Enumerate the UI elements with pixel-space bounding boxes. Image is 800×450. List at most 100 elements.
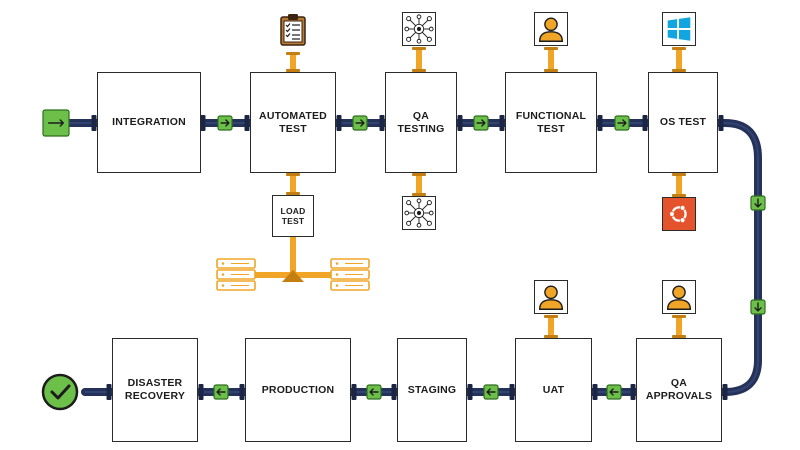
pipe-flange	[351, 384, 357, 400]
stage-integration: INTEGRATION	[97, 72, 201, 173]
pipe-flange	[718, 115, 724, 131]
connector-cap	[412, 47, 426, 50]
connector-cap	[672, 47, 686, 50]
main-pipe-highlight	[58, 122, 759, 393]
stage-load-test: LOAD TEST	[272, 195, 314, 237]
connector-cap	[544, 47, 558, 50]
stage-label-production: PRODUCTION	[261, 383, 335, 396]
stage-automated-test: AUTOMATED TEST	[250, 72, 336, 173]
connector-cap	[286, 192, 300, 195]
stage-label-functional-test: FUNCTIONAL TEST	[515, 109, 587, 135]
connector-cap	[412, 173, 426, 176]
pipe-flange	[592, 384, 598, 400]
arrow-glyph	[216, 388, 226, 396]
orange-connector	[548, 47, 554, 72]
stage-os-test: OS TEST	[648, 72, 718, 173]
orange-connector	[290, 173, 296, 195]
connector-cap	[544, 335, 558, 338]
pipe-flange	[642, 115, 648, 131]
arrow-glyph	[476, 119, 486, 127]
arrow-glyph	[220, 119, 230, 127]
pipe-flange	[106, 384, 112, 400]
server-light	[221, 273, 225, 276]
server-light	[221, 284, 225, 287]
connector-cap	[286, 69, 300, 72]
stage-functional-test: FUNCTIONAL TEST	[505, 72, 597, 173]
stage-label-disaster-recovery: DISASTER RECOVERY	[124, 377, 186, 402]
pipe-flange	[244, 115, 250, 131]
network-hub-icon	[402, 196, 436, 230]
orange-connector	[416, 173, 422, 196]
pipe-flange	[336, 115, 342, 131]
orange-connector	[676, 173, 682, 197]
connector-cap	[286, 52, 300, 55]
stage-production: PRODUCTION	[245, 338, 351, 442]
pipe-flange	[597, 115, 603, 131]
connector-joint	[282, 270, 304, 282]
pipe-flange	[198, 384, 204, 400]
pipe-flange	[509, 384, 515, 400]
orange-connector	[290, 237, 296, 275]
arrow-glyph	[369, 388, 379, 396]
stage-staging: STAGING	[397, 338, 467, 442]
connector-cap	[412, 193, 426, 196]
check-glyph	[50, 384, 71, 400]
stage-label-os-test: OS TEST	[659, 116, 707, 128]
clipboard-checklist-icon	[276, 12, 310, 46]
connector-cap	[412, 69, 426, 72]
arrow-glyph	[617, 119, 627, 127]
connector-cap	[672, 69, 686, 72]
pipe-flange	[239, 384, 245, 400]
orange-connector	[676, 315, 682, 338]
pipe-flange	[722, 384, 728, 400]
stage-uat: UAT	[515, 338, 592, 442]
server-light	[335, 284, 339, 287]
arrow-glyph	[754, 302, 762, 312]
connector-cap	[672, 194, 686, 197]
connector-cap	[672, 335, 686, 338]
ubuntu-logo-icon	[662, 197, 696, 231]
pipe-flange	[91, 115, 97, 131]
pipe-flange	[630, 384, 636, 400]
stage-label-integration: INTEGRATION	[112, 116, 186, 128]
arrow-glyph	[486, 388, 496, 396]
user-icon	[662, 280, 696, 314]
stage-label-automated-test: AUTOMATED TEST	[259, 109, 327, 135]
windows-logo-icon	[662, 12, 696, 46]
stage-label-staging: STAGING	[407, 383, 457, 396]
connector-cap	[672, 173, 686, 176]
connector-cap	[286, 173, 300, 176]
network-hub-icon	[402, 12, 436, 46]
stage-label-qa-testing: QA TESTING	[397, 109, 445, 135]
pipe-flange	[391, 384, 397, 400]
server-light	[335, 273, 339, 276]
arrow-glyph	[754, 198, 762, 208]
server-light	[335, 262, 339, 265]
orange-connector	[416, 47, 422, 72]
arrow-glyph	[48, 119, 64, 127]
orange-connector	[676, 47, 682, 72]
arrow-glyph	[609, 388, 619, 396]
orange-connector	[290, 52, 296, 72]
pipe-flange	[467, 384, 473, 400]
pipe-flange	[200, 115, 206, 131]
stage-qa-approvals: QA APPROVALS	[636, 338, 722, 442]
server-light	[221, 262, 225, 265]
pipe-flange	[499, 115, 505, 131]
stage-label-load-test: LOAD TEST	[280, 206, 306, 226]
pipe-flange	[379, 115, 385, 131]
orange-connector	[548, 315, 554, 338]
arrow-glyph	[355, 119, 365, 127]
connector-cap	[672, 315, 686, 318]
check-circle-icon	[41, 373, 79, 411]
pipe-flange	[457, 115, 463, 131]
stage-qa-testing: QA TESTING	[385, 72, 457, 173]
stage-disaster-recovery: DISASTER RECOVERY	[112, 338, 198, 442]
connector-cap	[544, 69, 558, 72]
stage-label-uat: UAT	[542, 383, 565, 396]
user-icon	[534, 12, 568, 46]
stage-label-qa-approvals: QA APPROVALS	[645, 377, 713, 402]
connector-cap	[544, 315, 558, 318]
user-icon	[534, 280, 568, 314]
